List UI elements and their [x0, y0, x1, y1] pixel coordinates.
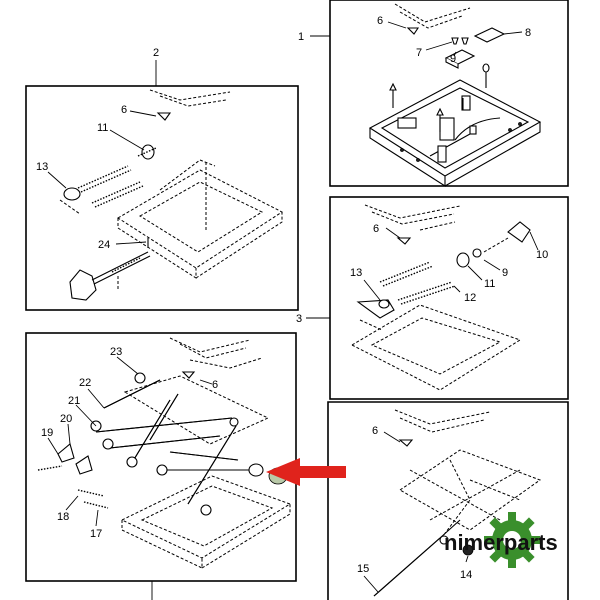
- scissor-frame-lr: [399, 449, 542, 541]
- label-lr-15: 15: [357, 563, 369, 575]
- watermark-text: nimerparts: [444, 530, 558, 555]
- pointer-arrow: [266, 458, 346, 486]
- label-ll-20: 20: [60, 413, 72, 425]
- washer-9-mr: [472, 248, 482, 258]
- cushion-outline-mr: [364, 204, 461, 231]
- cushion-outline-ul: [149, 89, 231, 107]
- leader-ll-22: [87, 388, 105, 409]
- label-assembly-1: 1: [298, 31, 304, 43]
- cushion-outline-top: [394, 3, 471, 29]
- label-ul-24: 24: [98, 239, 110, 251]
- leader-lr-6: [383, 431, 401, 443]
- lower-frame-ll: [120, 475, 292, 569]
- slide-plate: [444, 49, 476, 69]
- screw-6-lr: [398, 439, 414, 447]
- label-assembly-3: 3: [296, 313, 302, 325]
- label-ll-22: 22: [79, 377, 91, 389]
- spring-left-ll: [37, 465, 109, 509]
- spring-ul-upper: [77, 165, 132, 193]
- label-ll-21: 21: [68, 395, 80, 407]
- label-ll-23: 23: [110, 346, 122, 358]
- leader-mr-12: [453, 285, 461, 293]
- leader-mr-6: [385, 227, 401, 239]
- leader-ll-20: [67, 423, 71, 445]
- label-ll-18: 18: [57, 511, 69, 523]
- panel-upper-left: [25, 85, 299, 311]
- leader-ll-17: [95, 509, 99, 527]
- bracket-19-20: [57, 443, 93, 475]
- label-tr-6: 6: [377, 15, 383, 27]
- spring-13-mr: [379, 261, 434, 287]
- mounting-studs: [389, 63, 490, 132]
- frame-mr: [350, 304, 522, 391]
- label-mr-9: 9: [502, 267, 508, 279]
- gas-spring-lr: [373, 519, 461, 597]
- label-assembly-2: 2: [153, 47, 159, 59]
- lever-10-mr: [483, 221, 531, 253]
- bracket-13-mr: [356, 299, 395, 319]
- spring-ul-lower: [91, 181, 144, 208]
- label-ul-13: 13: [36, 161, 48, 173]
- leader-mr-9: [483, 259, 501, 271]
- screw-6-mr: [396, 237, 412, 245]
- cap-23: [134, 372, 146, 384]
- cushion-outline-lr: [394, 409, 491, 433]
- label-mr-10: 10: [536, 249, 548, 261]
- leader-ll-6: [199, 379, 213, 385]
- nut-14: [462, 544, 474, 556]
- label-mr-6: 6: [373, 223, 379, 235]
- label-mr-13: 13: [350, 267, 362, 279]
- label-tr-7: 7: [416, 47, 422, 59]
- label-mr-11: 11: [484, 278, 495, 290]
- tension-nut-11: [137, 144, 157, 160]
- label-tr-9: 9: [450, 53, 456, 65]
- cushion-outline-ll: [169, 337, 263, 369]
- label-ul-11: 11: [97, 122, 108, 134]
- spring-12-mr: [397, 281, 456, 305]
- panel-lower-right: [327, 401, 569, 600]
- leader-ll-18: [65, 495, 79, 511]
- panel-lower-left: [25, 332, 297, 582]
- panel-top-right: [329, 0, 569, 187]
- leader-ll-21: [75, 404, 97, 427]
- bracket-13: [59, 187, 81, 215]
- adjuster-knob: [69, 251, 151, 301]
- label-tr-8: 8: [525, 27, 531, 39]
- leader-tr-7: [425, 41, 453, 51]
- leader-mr-11: [467, 265, 483, 281]
- tension-nut-11-mr: [456, 252, 470, 268]
- leader-ul-6: [129, 110, 157, 117]
- screw-6-ll: [181, 371, 196, 379]
- upper-frame-ll: [123, 375, 270, 445]
- label-ll-17: 17: [90, 528, 102, 540]
- base-frame: [368, 79, 542, 188]
- screw-6-ul: [156, 112, 172, 121]
- leader-mr-10: [529, 231, 539, 251]
- leader-mr-13: [363, 279, 381, 301]
- leader-ul-13: [47, 171, 67, 189]
- label-ul-6: 6: [121, 104, 127, 116]
- leader-tr-9: [453, 51, 457, 57]
- leader-ul-24: [115, 241, 147, 245]
- leader-lr-15: [363, 575, 379, 593]
- leader-tr-6: [387, 21, 407, 29]
- label-ll-19: 19: [41, 427, 53, 439]
- leader-ul-11: [109, 129, 145, 151]
- screws-7: [451, 37, 469, 45]
- screw-6-top: [406, 27, 420, 35]
- label-ll-6: 6: [212, 379, 218, 391]
- label-lr-6: 6: [372, 425, 378, 437]
- gear-icon: [484, 512, 540, 568]
- scissor-arms: [90, 379, 264, 516]
- panel-mid-right: [329, 196, 569, 400]
- label-lr-14: 14: [460, 569, 472, 581]
- leader-ll-23: [116, 356, 139, 375]
- pad-part-8: [473, 27, 506, 43]
- leader-ll-19: [47, 437, 59, 455]
- frame-ul: [117, 159, 283, 279]
- label-mr-12: 12: [464, 292, 476, 304]
- leader-lr-14: [465, 555, 469, 563]
- leader-tr-8: [503, 31, 523, 35]
